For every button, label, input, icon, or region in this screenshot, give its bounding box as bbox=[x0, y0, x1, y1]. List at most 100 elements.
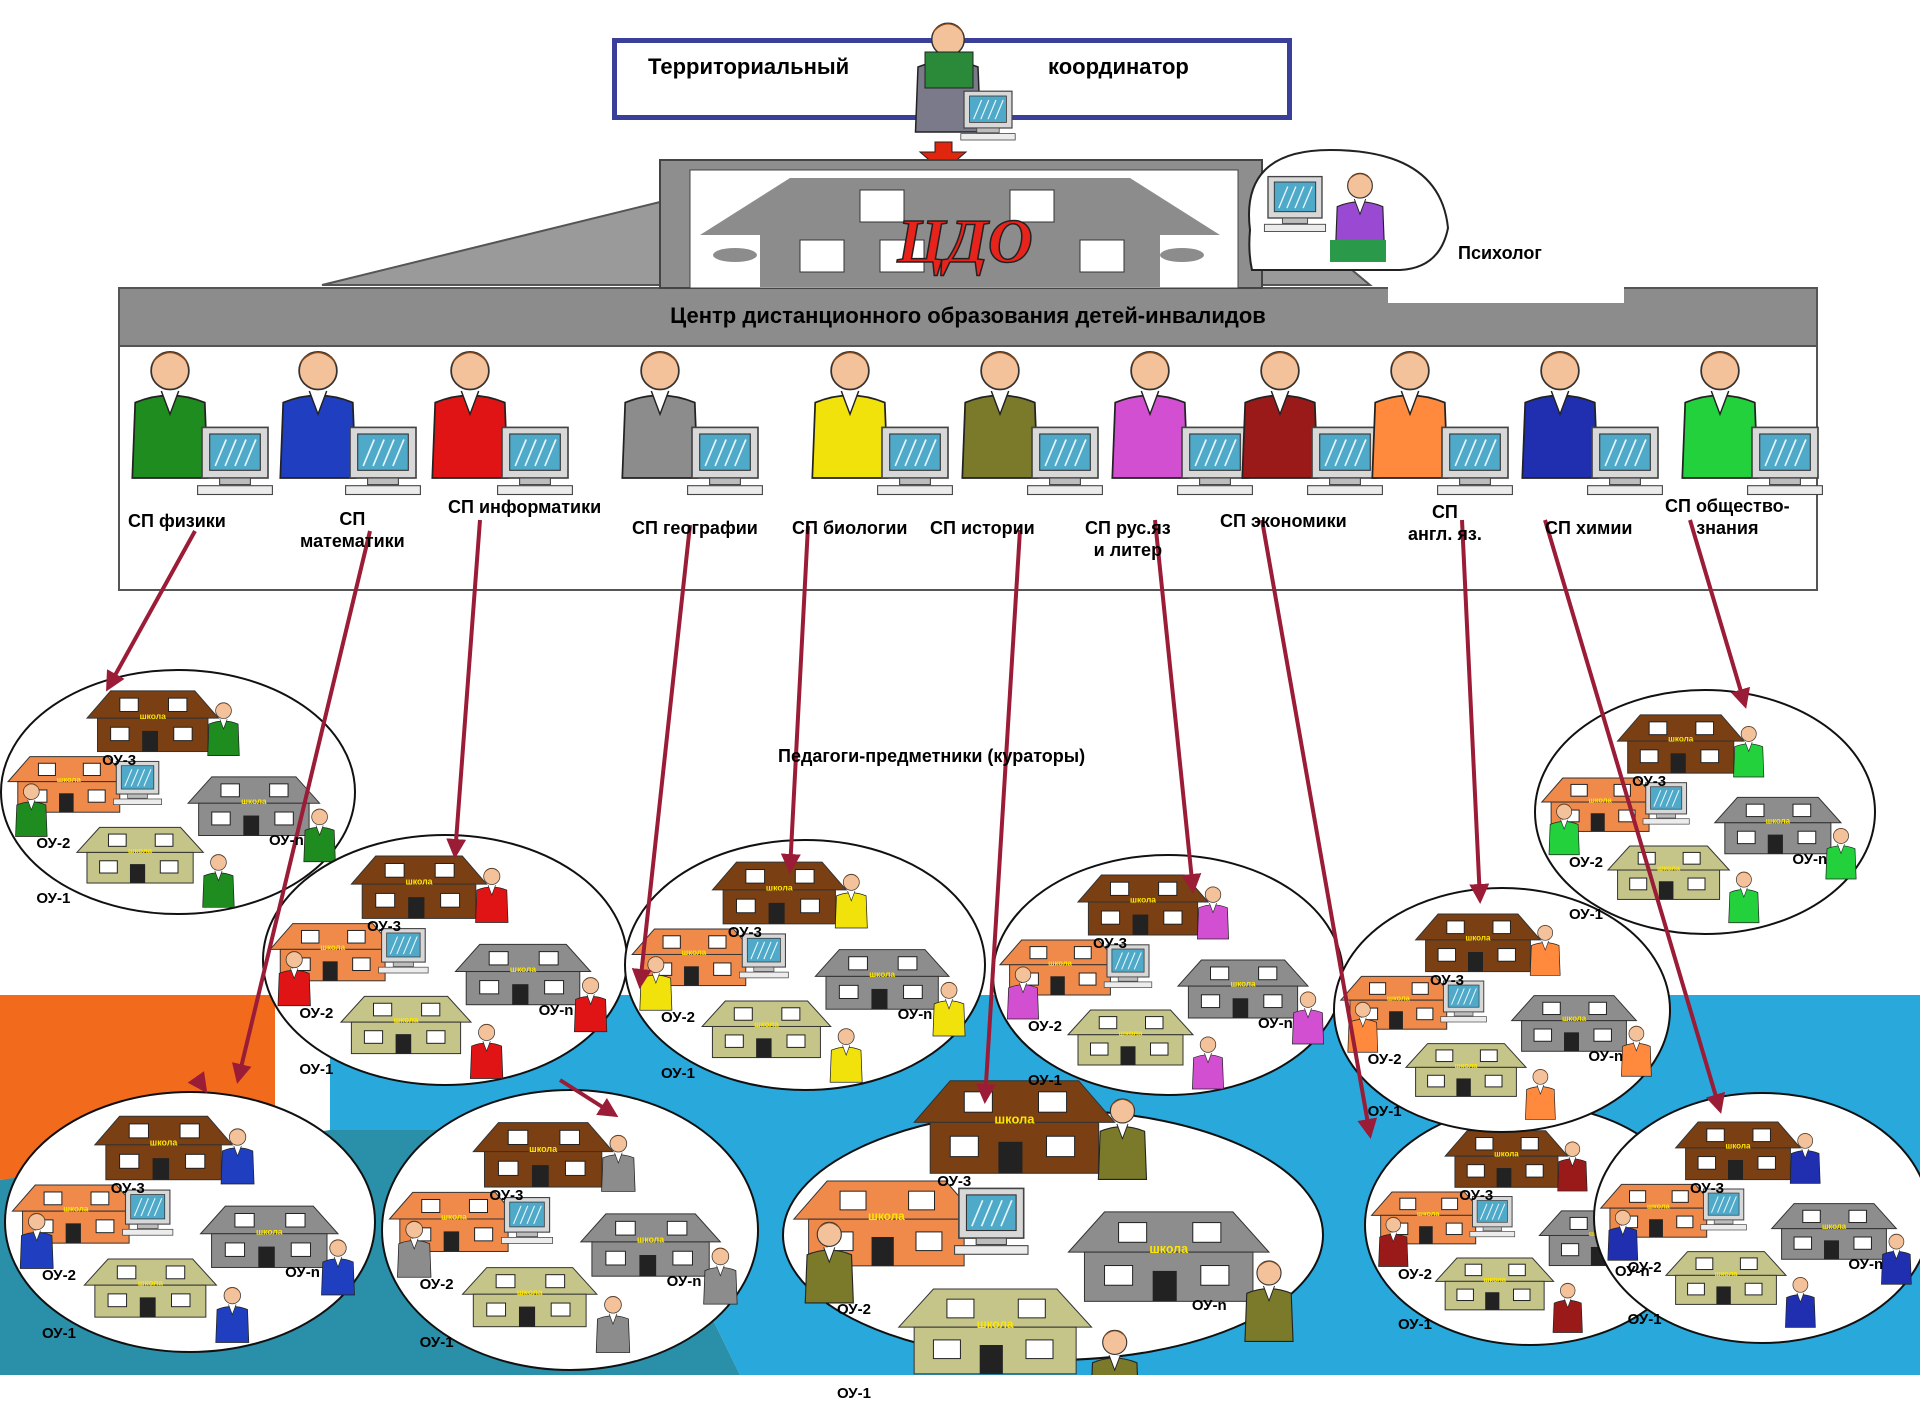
school-sign: школа bbox=[320, 943, 345, 952]
school-sign: школа bbox=[1455, 1061, 1479, 1070]
school-ou2: школа bbox=[1339, 975, 1458, 1030]
institution-label: ОУ-3 bbox=[937, 1173, 972, 1191]
department-teacher-figure bbox=[1521, 350, 1599, 479]
building-inner-roof bbox=[700, 178, 1220, 235]
institution-label: ОУ-3 bbox=[367, 918, 401, 936]
institution-label: ОУ-3 bbox=[1459, 1187, 1494, 1205]
department-teacher-figure bbox=[961, 350, 1039, 479]
school-oun: школа bbox=[814, 949, 951, 1010]
building-window bbox=[1009, 189, 1055, 223]
cluster-teacher-figure bbox=[1097, 1098, 1148, 1181]
cluster-teacher-figure bbox=[1785, 1276, 1816, 1328]
institution-label: ОУ-1 bbox=[1569, 906, 1603, 924]
cluster-computer-icon bbox=[122, 1189, 174, 1236]
coordinator-computer-icon bbox=[960, 90, 1016, 141]
department-label-line: СП bbox=[1431, 502, 1458, 522]
center-title: Центр дистанционного образования детей-и… bbox=[670, 303, 1266, 328]
connector-arrow bbox=[232, 530, 372, 1084]
department-computer-icon bbox=[1587, 426, 1663, 496]
department-teacher-figure bbox=[431, 350, 509, 479]
connector-arrow bbox=[1543, 519, 1726, 1114]
institution-label: ОУ-2 bbox=[419, 1276, 454, 1294]
department-label-line: СП экономики bbox=[1220, 511, 1347, 531]
cluster-teacher-figure bbox=[475, 867, 509, 923]
school-sign: школа bbox=[977, 1317, 1014, 1331]
cluster-teacher-figure bbox=[829, 1028, 863, 1083]
cluster-computer-icon bbox=[1700, 1188, 1747, 1231]
department-label-line: СП рус.яз bbox=[1085, 518, 1171, 538]
department-computer-icon bbox=[687, 426, 763, 496]
institution-label: ОУ-n bbox=[1614, 1262, 1650, 1280]
center-logo: ЦДО bbox=[896, 208, 1032, 276]
department-label-line: англ. яз. bbox=[1408, 524, 1482, 544]
school-sign: школа bbox=[1647, 1202, 1671, 1211]
cluster-computer-icon bbox=[1642, 782, 1690, 825]
cluster-teacher-figure bbox=[202, 854, 235, 908]
department-computer-icon bbox=[1747, 426, 1823, 496]
school-sign: школа bbox=[241, 797, 267, 806]
school-ou1: школа bbox=[339, 995, 473, 1055]
chair-icon bbox=[1330, 240, 1386, 262]
school-sign: школа bbox=[1387, 994, 1411, 1003]
department-teacher-figure bbox=[1371, 350, 1449, 479]
cluster-teacher-figure bbox=[1197, 886, 1229, 940]
cluster-teacher-figure bbox=[207, 702, 240, 756]
institution-label: ОУ-n bbox=[1191, 1296, 1227, 1314]
school-ou1: школа bbox=[1606, 845, 1731, 900]
department-label-line: СП биологии bbox=[792, 518, 908, 538]
cluster-teacher-figure bbox=[1091, 1329, 1138, 1375]
school-sign: школа bbox=[1715, 1269, 1739, 1278]
cluster-computer-icon bbox=[1440, 980, 1487, 1023]
school-sign: школа bbox=[128, 846, 153, 855]
school-ou1: школа bbox=[461, 1267, 598, 1328]
school-ou3: школа bbox=[1076, 874, 1210, 936]
school-sign: школа bbox=[63, 1205, 89, 1214]
school-sign: школа bbox=[1726, 1141, 1751, 1150]
school-sign: школа bbox=[994, 1111, 1035, 1126]
department-label: СП экономики bbox=[1220, 510, 1347, 532]
department-label-line: математики bbox=[300, 531, 405, 551]
school-sign: школа bbox=[1149, 1242, 1189, 1256]
building-window bbox=[1079, 239, 1125, 273]
cluster-teacher-figure bbox=[1557, 1141, 1588, 1192]
department-computer-icon bbox=[1027, 426, 1103, 496]
institution-label: ОУ-2 bbox=[1367, 1051, 1402, 1069]
school-sign: школа bbox=[1048, 958, 1073, 967]
school-ou3: школа bbox=[93, 1115, 234, 1181]
school-ou1: школа bbox=[897, 1288, 1093, 1375]
school-sign: школа bbox=[766, 883, 793, 893]
cluster-teacher-figure bbox=[1733, 725, 1765, 778]
school-sign: школа bbox=[405, 877, 432, 887]
cluster-teacher-figure bbox=[1529, 924, 1561, 976]
cluster-teacher-figure bbox=[1192, 1036, 1224, 1090]
school-ou3: школа bbox=[350, 855, 488, 919]
school-sign: школа bbox=[1766, 816, 1791, 825]
institution-label: ОУ-2 bbox=[1627, 1259, 1662, 1277]
table-icon bbox=[713, 248, 757, 262]
school-oun: школа bbox=[454, 943, 592, 1006]
institution-label: ОУ-1 bbox=[1367, 1103, 1402, 1121]
cluster-teacher-figure bbox=[1378, 1216, 1409, 1267]
cluster-computer-icon bbox=[113, 760, 162, 805]
cluster-computer-icon bbox=[378, 928, 429, 974]
department-label: СП физики bbox=[128, 510, 226, 532]
connector-arrow bbox=[975, 529, 1022, 1104]
psychologist-computer-icon bbox=[1263, 175, 1327, 232]
cluster-computer-icon bbox=[1469, 1196, 1516, 1238]
school-ou1: школа bbox=[75, 826, 205, 884]
department-computer-icon bbox=[497, 426, 573, 496]
school-ou2: школа bbox=[11, 1184, 141, 1244]
department-label-line: СП географии bbox=[632, 518, 758, 538]
school-sign: школа bbox=[1562, 1014, 1587, 1023]
department-label-line: СП bbox=[339, 509, 366, 529]
school-ou3: школа bbox=[711, 861, 848, 925]
curators-caption: Педагоги-предметники (кураторы) bbox=[778, 746, 1086, 766]
school-sign: школа bbox=[1822, 1222, 1847, 1231]
school-sign: школа bbox=[529, 1144, 558, 1154]
cluster-teacher-figure bbox=[277, 951, 311, 1007]
department-label: СП истории bbox=[930, 517, 1035, 539]
school-sign: школа bbox=[1589, 796, 1613, 805]
institution-label: ОУ-n bbox=[1848, 1256, 1884, 1274]
department-computer-icon bbox=[197, 426, 273, 496]
